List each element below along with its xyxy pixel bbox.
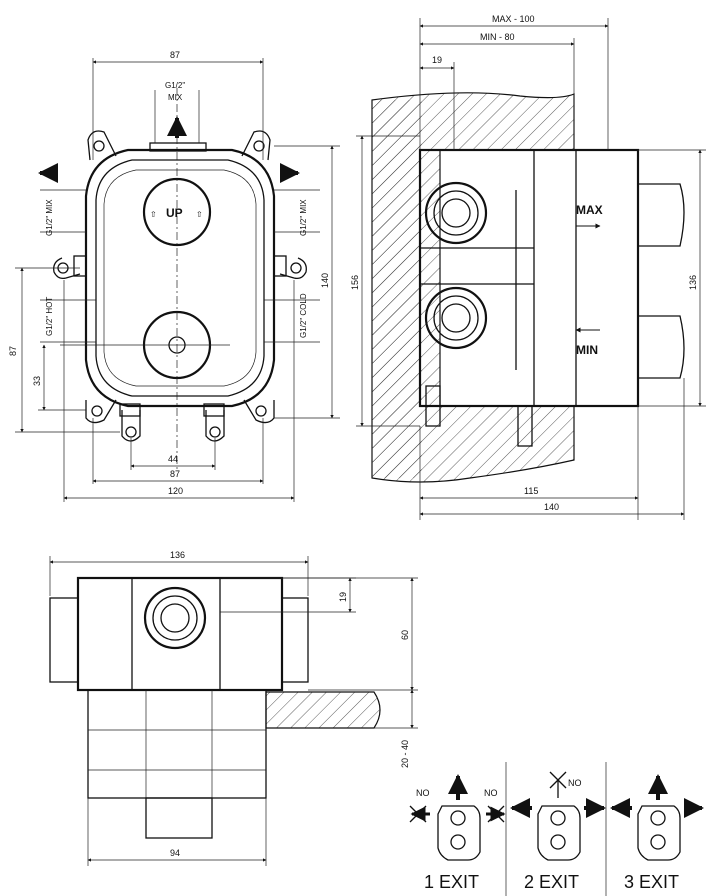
dim-top-87: 87 <box>170 50 180 60</box>
dim-19-top: 19 <box>338 592 348 602</box>
max-label: MAX <box>576 203 603 217</box>
front-view: UP ⇧ ⇧ 87 G1/2" MIX G1/2" MIX G1/2" MIX <box>8 50 340 502</box>
up-label: UP <box>166 206 183 220</box>
exit-1-no-left: NO <box>416 788 430 798</box>
cold-label: G1/2" COLD <box>299 293 308 338</box>
dim-left-33: 33 <box>32 376 42 386</box>
valve-body-top <box>76 576 284 692</box>
left-mix-label: G1/2" MIX <box>45 199 54 236</box>
mix-port-size: G1/2" <box>165 81 185 90</box>
port-supply <box>424 286 488 350</box>
dim-94: 94 <box>170 848 180 858</box>
valve-body-side <box>418 148 640 408</box>
dim-min: MIN - 80 <box>480 32 515 42</box>
min-label: MIN <box>576 343 598 357</box>
dim-136-side: 136 <box>688 275 698 290</box>
housing-inner <box>95 159 265 397</box>
dim-60: 60 <box>400 630 410 640</box>
exit-2-no-top: NO <box>568 778 582 788</box>
dim-156: 156 <box>350 275 360 290</box>
dim-115: 115 <box>524 486 538 496</box>
exit-options: NO NO 1 EXIT NO 2 EXIT 3 EXIT <box>409 762 704 896</box>
exit-2-label: 2 EXIT <box>524 872 579 892</box>
housing-outline <box>84 148 276 408</box>
dim-left-87: 87 <box>8 346 18 356</box>
right-mix-label: G1/2" MIX <box>299 199 308 236</box>
port-mix <box>424 181 488 245</box>
exit-1-label: 1 EXIT <box>424 872 479 892</box>
svg-text:⇧: ⇧ <box>150 210 157 219</box>
dim-20-40: 20 - 40 <box>400 740 410 768</box>
exit-3-label: 3 EXIT <box>624 872 679 892</box>
dim-max: MAX - 100 <box>492 14 535 24</box>
exit-option-2: NO 2 EXIT <box>510 771 606 892</box>
dim-right-140: 140 <box>320 273 330 288</box>
side-view: MAX MIN MAX - 100 MIN - 80 19 156 136 11… <box>350 14 706 520</box>
wall-top <box>265 691 381 729</box>
dim-140-side: 140 <box>544 502 559 512</box>
dim-19-side: 19 <box>432 55 442 65</box>
dim-bottom-44: 44 <box>168 454 178 464</box>
exit-option-1: NO NO 1 EXIT <box>409 774 506 892</box>
dim-bottom-120: 120 <box>168 486 183 496</box>
hot-label: G1/2" HOT <box>45 297 54 336</box>
svg-text:⇧: ⇧ <box>196 210 203 219</box>
top-view: 136 19 60 20 - 40 94 <box>49 550 418 866</box>
mix-port-label: MIX <box>168 93 183 102</box>
exit-1-no-right: NO <box>484 788 498 798</box>
dim-bottom-87: 87 <box>170 469 180 479</box>
mounting-ears <box>53 130 307 442</box>
exit-option-3: 3 EXIT <box>610 774 704 892</box>
dim-136-top: 136 <box>170 550 185 560</box>
